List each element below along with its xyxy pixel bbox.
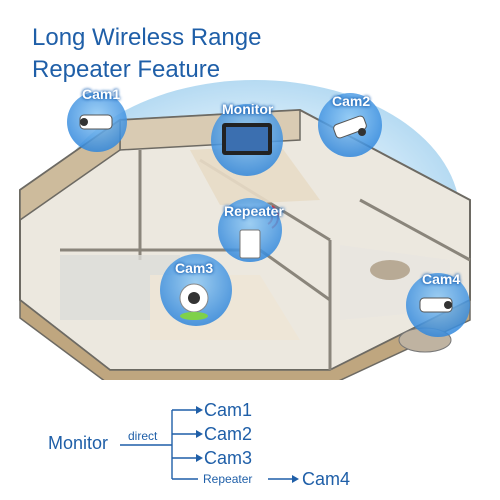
house-illustration xyxy=(19,80,471,380)
cam2-bubble xyxy=(318,93,382,157)
connection-flow: Monitor direct Cam1 Cam2 Cam3 Repeater C… xyxy=(0,380,500,500)
cam1-label: Cam1 xyxy=(82,86,121,102)
diagram-title: Long Wireless Range Repeater Feature xyxy=(32,22,261,86)
garage-car xyxy=(370,260,410,280)
flow-direct-label: direct xyxy=(128,429,158,443)
flow-arrows xyxy=(120,406,299,483)
flow-relay-repeater: Repeater xyxy=(203,472,253,486)
cam3-label: Cam3 xyxy=(175,260,214,276)
repeater-bubble xyxy=(218,198,282,262)
cam4-label: Cam4 xyxy=(422,271,461,287)
monitor-bubble xyxy=(211,104,283,176)
cam1-bubble xyxy=(67,92,127,152)
repeater-label: Repeater xyxy=(224,203,284,219)
house-front-wall xyxy=(19,298,471,380)
cam3-bubble xyxy=(160,254,232,326)
flow-source-monitor: Monitor xyxy=(48,433,109,453)
cam4-bubble xyxy=(406,273,470,337)
repeater-icon xyxy=(239,229,261,259)
title-line-2: Repeater Feature xyxy=(32,56,221,83)
flow-target-cam3: Cam3 xyxy=(204,448,253,468)
flow-target-cam1: Cam1 xyxy=(204,400,253,420)
title-line-1: Long Wireless Range xyxy=(32,24,262,51)
bullet-camera-icon xyxy=(333,115,367,139)
cam2-label: Cam2 xyxy=(332,93,371,109)
flow-relay-target-cam4: Cam4 xyxy=(302,469,351,489)
flow-target-cam2: Cam2 xyxy=(204,424,253,444)
monitor-label: Monitor xyxy=(222,101,274,117)
